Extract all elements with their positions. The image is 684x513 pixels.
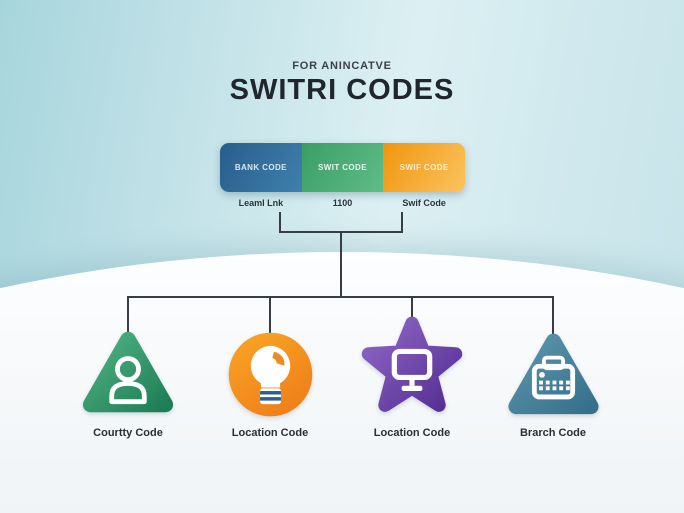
branch-drop-1	[127, 297, 129, 334]
swift-code-sublabel: 1100	[332, 198, 353, 208]
swif-code-sublabel: Swif Code	[402, 198, 446, 208]
bank-code-segment: BANK CODE	[220, 143, 302, 192]
swift-code-segment: SWIT CODE	[301, 143, 384, 192]
node-location-code-bulb: Location Code	[200, 316, 340, 439]
node-branch-code: Brarch Code	[483, 316, 623, 439]
header: FOR ANINCATVE SWITRI CODES	[0, 60, 684, 107]
bar-sublabels: Leaml Lnk 1100 Swif Code	[220, 198, 465, 208]
center-stem-connector	[340, 231, 342, 297]
code-segments-bar: BANK CODE SWIT CODE SWIF CODE	[220, 143, 465, 192]
bank-code-sublabel: Leaml Lnk	[238, 198, 284, 208]
node-label: Location Code	[373, 427, 451, 439]
node-label: Courtty Code	[93, 427, 163, 439]
node-location-code-star: Location Code	[342, 316, 482, 439]
page-title: SWITRI CODES	[229, 74, 455, 106]
monitor-icon	[359, 316, 465, 418]
node-label: Brarch Code	[519, 427, 587, 439]
node-label: Location Code	[231, 427, 309, 439]
branch-drop-3	[411, 297, 413, 334]
branch-drop-4	[552, 297, 554, 334]
calculator-icon	[505, 316, 602, 418]
page-subtitle: FOR ANINCATVE	[292, 60, 392, 72]
swif-code-segment: SWIF CODE	[383, 143, 465, 192]
node-country-code: Courtty Code	[58, 316, 198, 439]
branch-drop-2	[269, 297, 271, 334]
person-icon	[80, 316, 176, 418]
branch-horizontal-connector	[127, 296, 554, 298]
lightbulb-icon	[227, 316, 314, 418]
upper-bracket-connector	[279, 212, 403, 233]
